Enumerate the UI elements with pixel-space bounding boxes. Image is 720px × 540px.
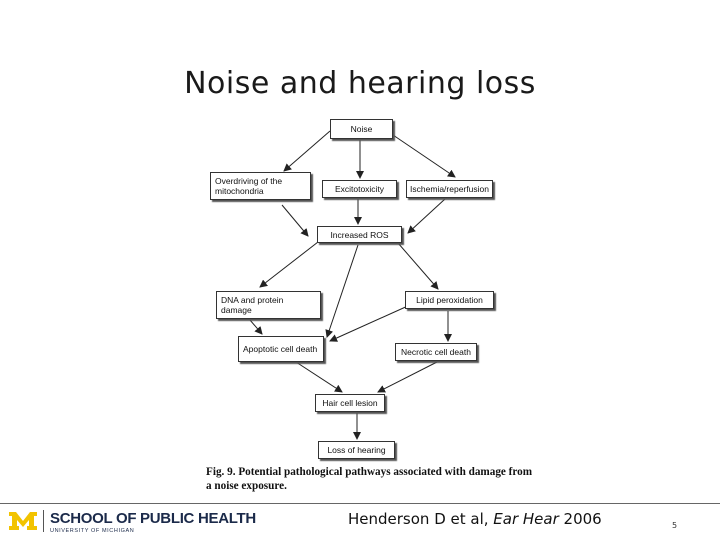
logo-main-text: SCHOOL OF PUBLIC HEALTH <box>50 510 256 527</box>
school-logo: SCHOOL OF PUBLIC HEALTH UNIVERSITY OF MI… <box>8 510 256 536</box>
slide-title: Noise and hearing loss <box>184 66 536 101</box>
citation-authors: Henderson D et al, <box>348 510 494 528</box>
node-apoptotic-cell-death: Apoptotic cell death <box>238 336 324 362</box>
node-dna-protein-damage: DNA and protein damage <box>216 291 321 319</box>
university-m-logo-icon <box>9 512 37 530</box>
node-lipid-peroxidation: Lipid peroxidation <box>405 291 494 309</box>
logo-sub-text: UNIVERSITY OF MICHIGAN <box>50 528 135 534</box>
arrow-noise-overdriving <box>283 130 331 172</box>
citation-journal: Ear Hear <box>493 510 559 528</box>
arrow-ros-apoptotic <box>325 244 359 338</box>
figure-caption: Fig. 9. Potential pathological pathways … <box>206 466 533 492</box>
arrow-ros-dna <box>259 241 319 288</box>
arrow-dna-apoptotic <box>249 319 263 335</box>
arrow-apoptotic-haircell <box>295 361 343 393</box>
node-increased-ros: Increased ROS <box>317 226 402 243</box>
arrow-overdriving-ros <box>281 204 309 237</box>
logo-text: SCHOOL OF PUBLIC HEALTH UNIVERSITY OF MI… <box>50 510 256 534</box>
footer-divider <box>0 503 720 504</box>
arrow-ros-lipid <box>397 242 439 290</box>
node-overdriving: Overdriving of the mitochondria <box>210 172 311 200</box>
arrow-lipid-apoptotic <box>329 304 411 342</box>
logo-separator <box>43 510 44 532</box>
node-necrotic-cell-death: Necrotic cell death <box>395 343 477 361</box>
citation: Henderson D et al, Ear Hear 2006 <box>348 510 602 528</box>
node-noise: Noise <box>330 119 393 139</box>
arrow-necrotic-haircell <box>377 361 438 393</box>
node-ischemia: Ischemia/reperfusion <box>406 180 493 198</box>
citation-year: 2006 <box>558 510 602 528</box>
arrow-noise-ischemia <box>392 134 456 178</box>
node-excitotoxicity: Excitotoxicity <box>322 180 397 198</box>
page-number: 5 <box>672 521 678 530</box>
node-loss-of-hearing: Loss of hearing <box>318 441 395 459</box>
arrow-ischemia-ros <box>407 198 446 234</box>
node-hair-cell-lesion: Hair cell lesion <box>315 394 385 412</box>
